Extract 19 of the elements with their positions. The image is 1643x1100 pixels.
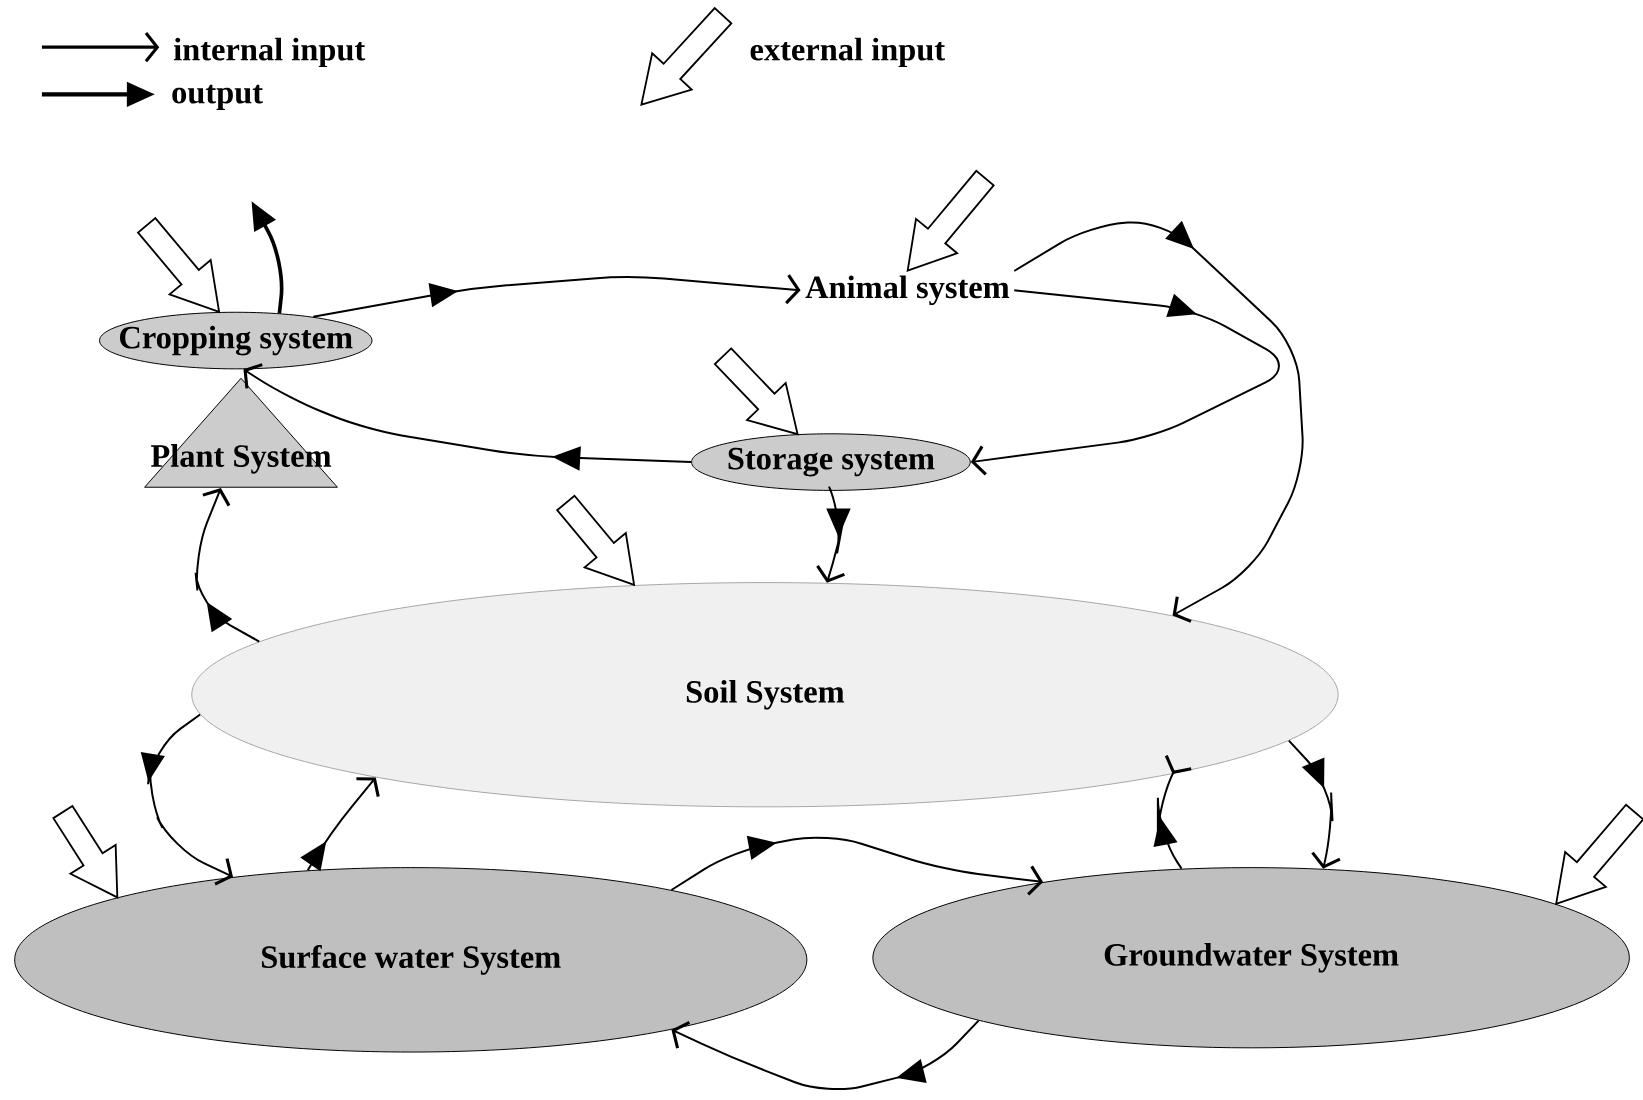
- input-arrow: [1554, 803, 1643, 906]
- system-triangle: Plant System: [144, 377, 338, 488]
- arrow: [312, 274, 801, 318]
- arrow: [243, 363, 693, 471]
- input-arrow: [713, 347, 799, 436]
- arrow: [816, 485, 851, 583]
- arrow: [1153, 754, 1192, 870]
- legend-text: internal input: [173, 37, 366, 67]
- arrow: [1013, 220, 1304, 623]
- arrow: [670, 835, 1044, 896]
- input-arrow: [906, 169, 995, 272]
- legend-text: external input: [750, 37, 945, 67]
- arrow: [300, 777, 380, 872]
- legend-text: output: [172, 84, 263, 110]
- arrow: [970, 289, 1280, 476]
- node-label: Animal system: [805, 275, 1010, 305]
- arrow: [194, 487, 261, 643]
- arrow: [671, 1019, 980, 1090]
- arrow: [1287, 739, 1341, 869]
